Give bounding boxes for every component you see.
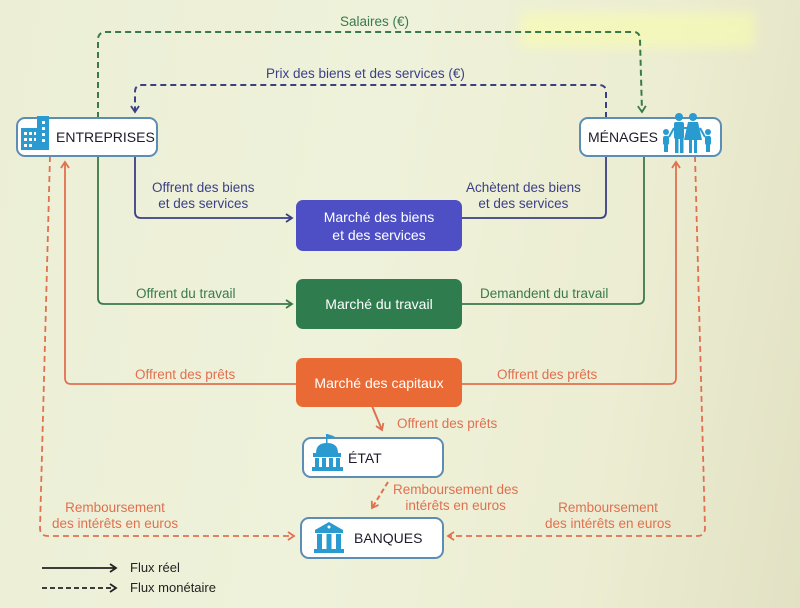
demandent-travail-label: Demandent du travail: [480, 286, 609, 301]
offrent-prets-right-flow: [460, 160, 681, 385]
achetent-biens-label: Achètent des biens et des services: [466, 180, 581, 212]
prix-label: Prix des biens et des services (€): [266, 66, 465, 81]
remb-right-line1: Remboursement: [558, 500, 658, 515]
remb-etat-flow: [370, 481, 389, 510]
offrent-prets-etat-label: Offrent des prêts: [397, 416, 498, 431]
legend-monetary-label: Flux monétaire: [130, 580, 216, 595]
remb-left-line1: Remboursement: [65, 500, 165, 515]
remb-right-label: Remboursement des intérêts en euros: [545, 500, 671, 532]
marche-biens-line1: Marché des biens: [323, 208, 435, 225]
offrent-biens-line2: et des services: [158, 196, 249, 211]
capitol-building-icon: [310, 433, 346, 473]
achetent-biens-flow: [462, 156, 607, 219]
offrent-travail-flow: [97, 156, 294, 309]
menages-label: MÉNAGES: [588, 129, 659, 145]
offrent-travail-label: Offrent du travail: [136, 286, 236, 301]
highlighter-mark: [520, 12, 755, 48]
remb-left-label: Remboursement des intérêts en euros: [52, 500, 178, 532]
entreprises-label: ENTREPRISES: [56, 129, 155, 145]
banques-label: BANQUES: [354, 530, 423, 546]
remb-left-line2: des intérêts en euros: [52, 516, 179, 531]
menages-node[interactable]: MÉNAGES: [579, 113, 722, 157]
achetent-biens-line1: Achètent des biens: [466, 180, 581, 195]
remb-right-line2: des intérêts en euros: [545, 516, 672, 531]
offrent-biens-label: Offrent des biens et des services: [152, 180, 255, 212]
legend-real-label: Flux réel: [130, 560, 180, 575]
marche-capitaux[interactable]: Marché des capitaux: [296, 358, 462, 407]
offrent-prets-right-label: Offrent des prêts: [497, 367, 598, 382]
office-building-icon: [20, 114, 52, 150]
remb-etat-label: Remboursement des intérêts en euros: [393, 482, 518, 514]
offrent-biens-flow: [134, 156, 294, 223]
etat-node[interactable]: ÉTAT: [302, 433, 444, 478]
demandent-travail-flow: [462, 156, 645, 305]
remb-etat-line2: intérêts en euros: [405, 498, 506, 513]
offrent-biens-line1: Offrent des biens: [152, 180, 255, 195]
prix-flow: [130, 84, 607, 118]
entreprises-node[interactable]: ENTREPRISES: [16, 114, 158, 157]
offrent-prets-left-label: Offrent des prêts: [135, 367, 236, 382]
achetent-biens-line2: et des services: [478, 196, 569, 211]
etat-label: ÉTAT: [348, 449, 382, 466]
offrent-prets-etat-flow: [371, 405, 385, 432]
salaires-flow: [97, 31, 647, 118]
remb-left-flow: [39, 155, 296, 541]
marche-capitaux-label: Marché des capitaux: [314, 374, 444, 391]
remb-etat-line1: Remboursement des: [393, 482, 519, 497]
marche-travail[interactable]: Marché du travail: [296, 279, 462, 329]
remb-right-flow: [446, 155, 706, 541]
marche-biens-services[interactable]: Marché des biens et des services: [296, 200, 462, 251]
marche-travail-label: Marché du travail: [325, 296, 433, 312]
bank-icon: [312, 521, 346, 555]
salaires-label: Salaires (€): [340, 14, 410, 29]
offrent-prets-left-flow: [60, 160, 296, 385]
banques-node[interactable]: BANQUES: [300, 517, 444, 559]
marche-biens-line2: et des services: [332, 226, 426, 243]
family-icon: [660, 112, 716, 154]
